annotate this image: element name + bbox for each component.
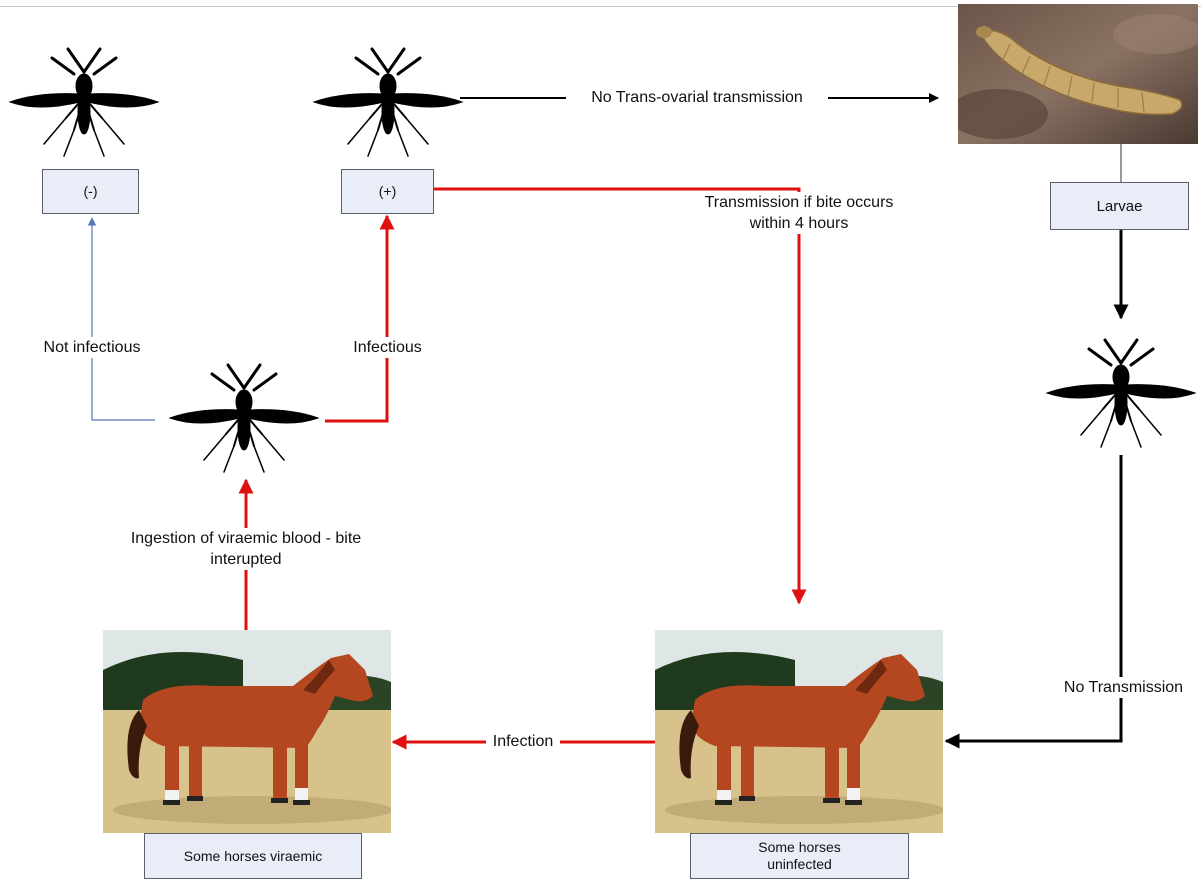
negative-box: (-) bbox=[42, 169, 139, 214]
not-infectious-label: Not infectious bbox=[28, 337, 156, 358]
transmission-4h-label: Transmission if bite occurs within 4 hou… bbox=[683, 192, 915, 234]
larva-photo bbox=[958, 4, 1198, 144]
mosquito-icon bbox=[312, 44, 464, 159]
mosquito-icon bbox=[168, 360, 320, 475]
horse-photo bbox=[103, 630, 391, 833]
ingestion-label: Ingestion of viraemic blood - bite inter… bbox=[128, 528, 364, 570]
mosquito-icon bbox=[8, 44, 160, 159]
positive-box: (+) bbox=[341, 169, 434, 214]
viraemic-box: Some horses viraemic bbox=[144, 833, 362, 879]
arrow-infectious bbox=[325, 216, 387, 421]
arrow-transmission-4h bbox=[433, 189, 799, 603]
no-transovarial-label: No Trans-ovarial transmission bbox=[566, 87, 828, 108]
arrow-not-infectious bbox=[92, 218, 155, 420]
larvae-box: Larvae bbox=[1050, 182, 1189, 230]
mosquito-icon bbox=[1045, 335, 1197, 450]
infectious-label: Infectious bbox=[340, 337, 435, 358]
uninfected-box: Some horses uninfected bbox=[690, 833, 909, 879]
no-transmission-label: No Transmission bbox=[1046, 677, 1201, 698]
infection-label: Infection bbox=[486, 731, 560, 752]
horse-photo bbox=[655, 630, 943, 833]
arrow-no-transmission bbox=[946, 455, 1121, 741]
